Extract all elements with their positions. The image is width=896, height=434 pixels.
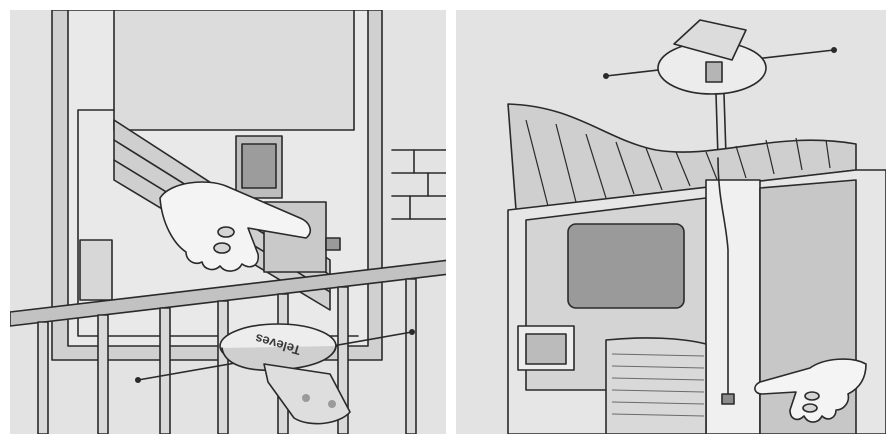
left-illustration-panel: Televes: [10, 10, 446, 434]
roof-mounted-antenna: [603, 20, 837, 158]
tv-screen-icon: [236, 136, 282, 198]
wall-socket-icon: [722, 394, 734, 404]
tv-icon: [518, 326, 574, 370]
caravan-scene: [456, 10, 886, 434]
brick-wall: [392, 150, 446, 219]
right-illustration-panel: [456, 10, 886, 434]
balcony-scene: Televes: [10, 10, 446, 434]
